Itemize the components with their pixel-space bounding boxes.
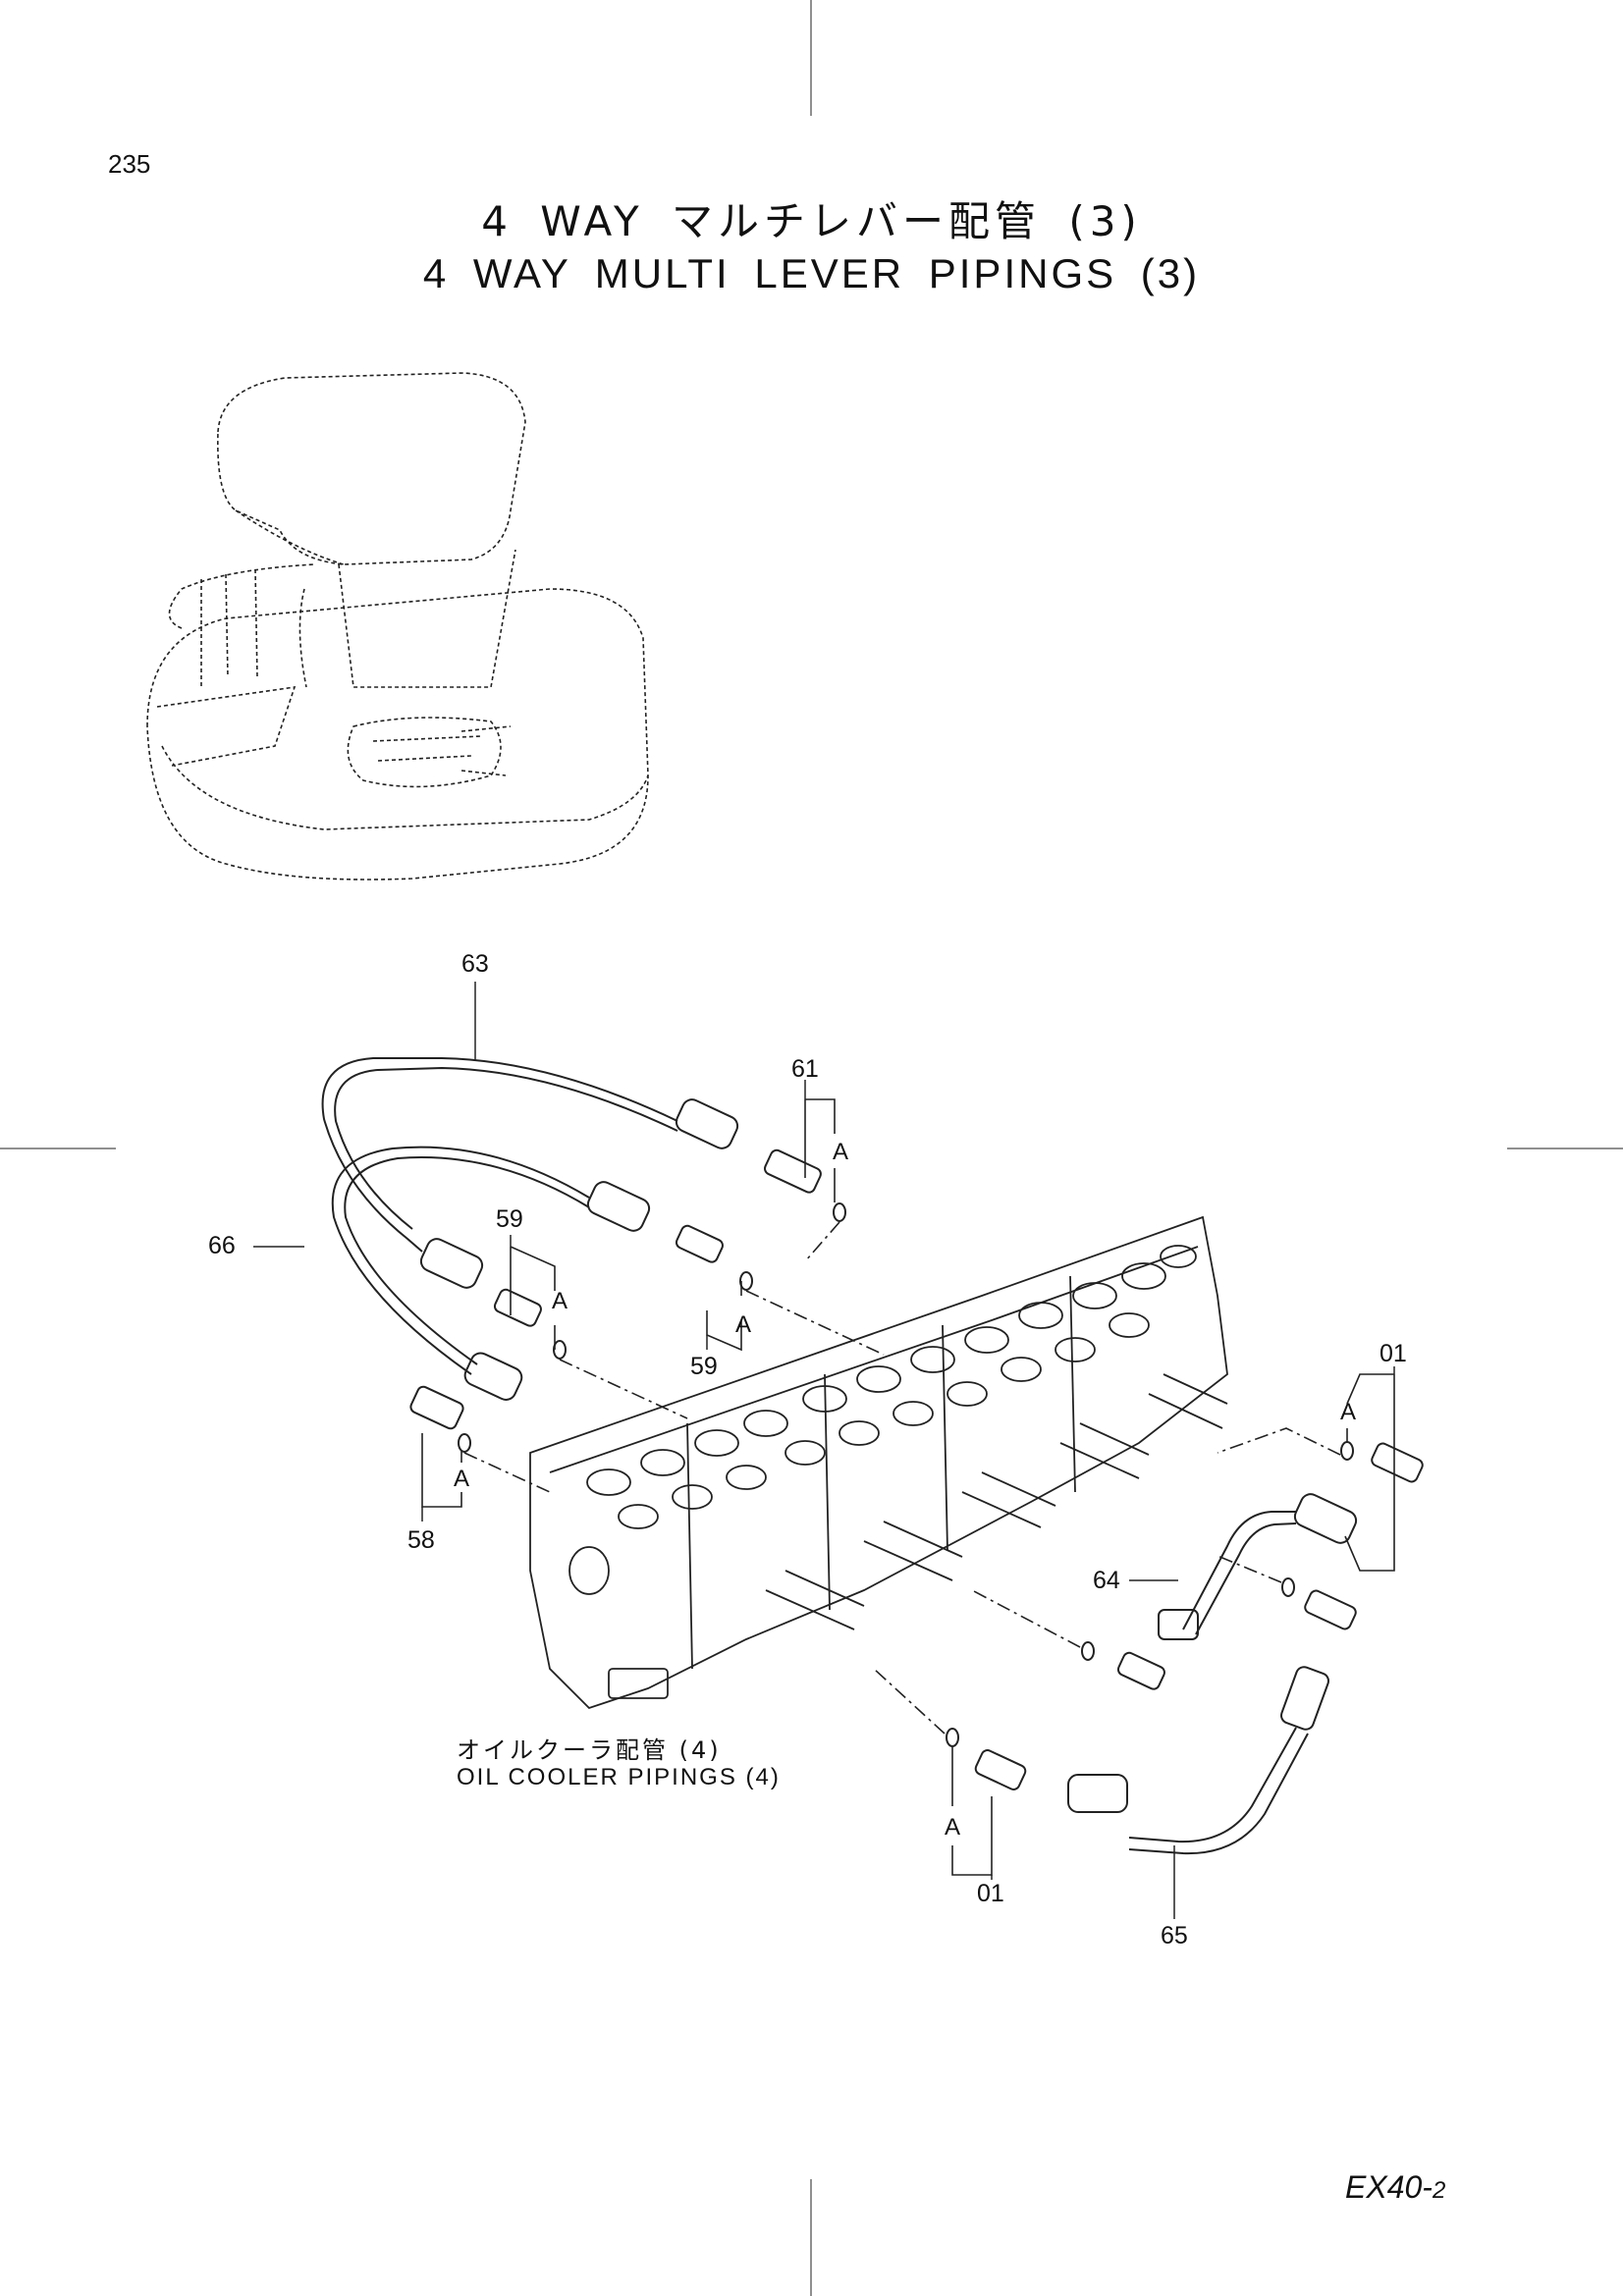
callout-66: 66 [208,1232,236,1259]
hose-66 [331,1146,590,1375]
tee-59-lower [493,1288,542,1327]
connection-mark-a: A [833,1139,849,1165]
callout-61: 61 [791,1055,819,1083]
page-title-english: 4 WAY MULTI LEVER PIPINGS (3) [422,250,1201,296]
connection-mark-a: A [945,1814,961,1841]
model-code-suffix: 2 [1432,2177,1446,2204]
connection-mark-a: A [1340,1399,1357,1425]
page-number: 235 [108,149,151,179]
callout-64: 64 [1093,1567,1120,1594]
hose-64 [1182,1511,1296,1630]
connection-mark-a: A [735,1311,752,1338]
elbow-01-right [1371,1442,1424,1483]
control-valve [529,1215,1228,1710]
callout-63: 63 [461,950,489,978]
callout-58: 58 [407,1526,435,1554]
callout-59-upper: 59 [496,1205,523,1233]
hose-63 [321,1057,678,1253]
connection-mark-a: A [552,1288,568,1314]
model-code: EX40-2 [1345,2169,1445,2206]
model-code-main: EX40- [1345,2169,1433,2205]
elbow-58 [409,1385,464,1430]
elbow-01-lower [974,1749,1027,1790]
oil-cooler-note-japanese: オイルクーラ配管 (4) [457,1736,722,1764]
callout-65: 65 [1161,1922,1188,1949]
callout-01-right: 01 [1380,1340,1407,1367]
page-title-japanese: 4 WAY マルチレバー配管 (3) [481,197,1142,245]
fitting-63 [675,1098,739,1149]
callout-59-lower: 59 [690,1353,718,1380]
connection-mark-a: A [454,1466,470,1492]
elbow-59-upper [675,1224,724,1263]
hose-65 [1128,1727,1297,1843]
callout-01-lower: 01 [977,1880,1004,1907]
machine-overview [146,372,649,881]
oil-cooler-note-english: OIL COOLER PIPINGS (4) [457,1764,781,1790]
adapter-61 [764,1148,822,1194]
